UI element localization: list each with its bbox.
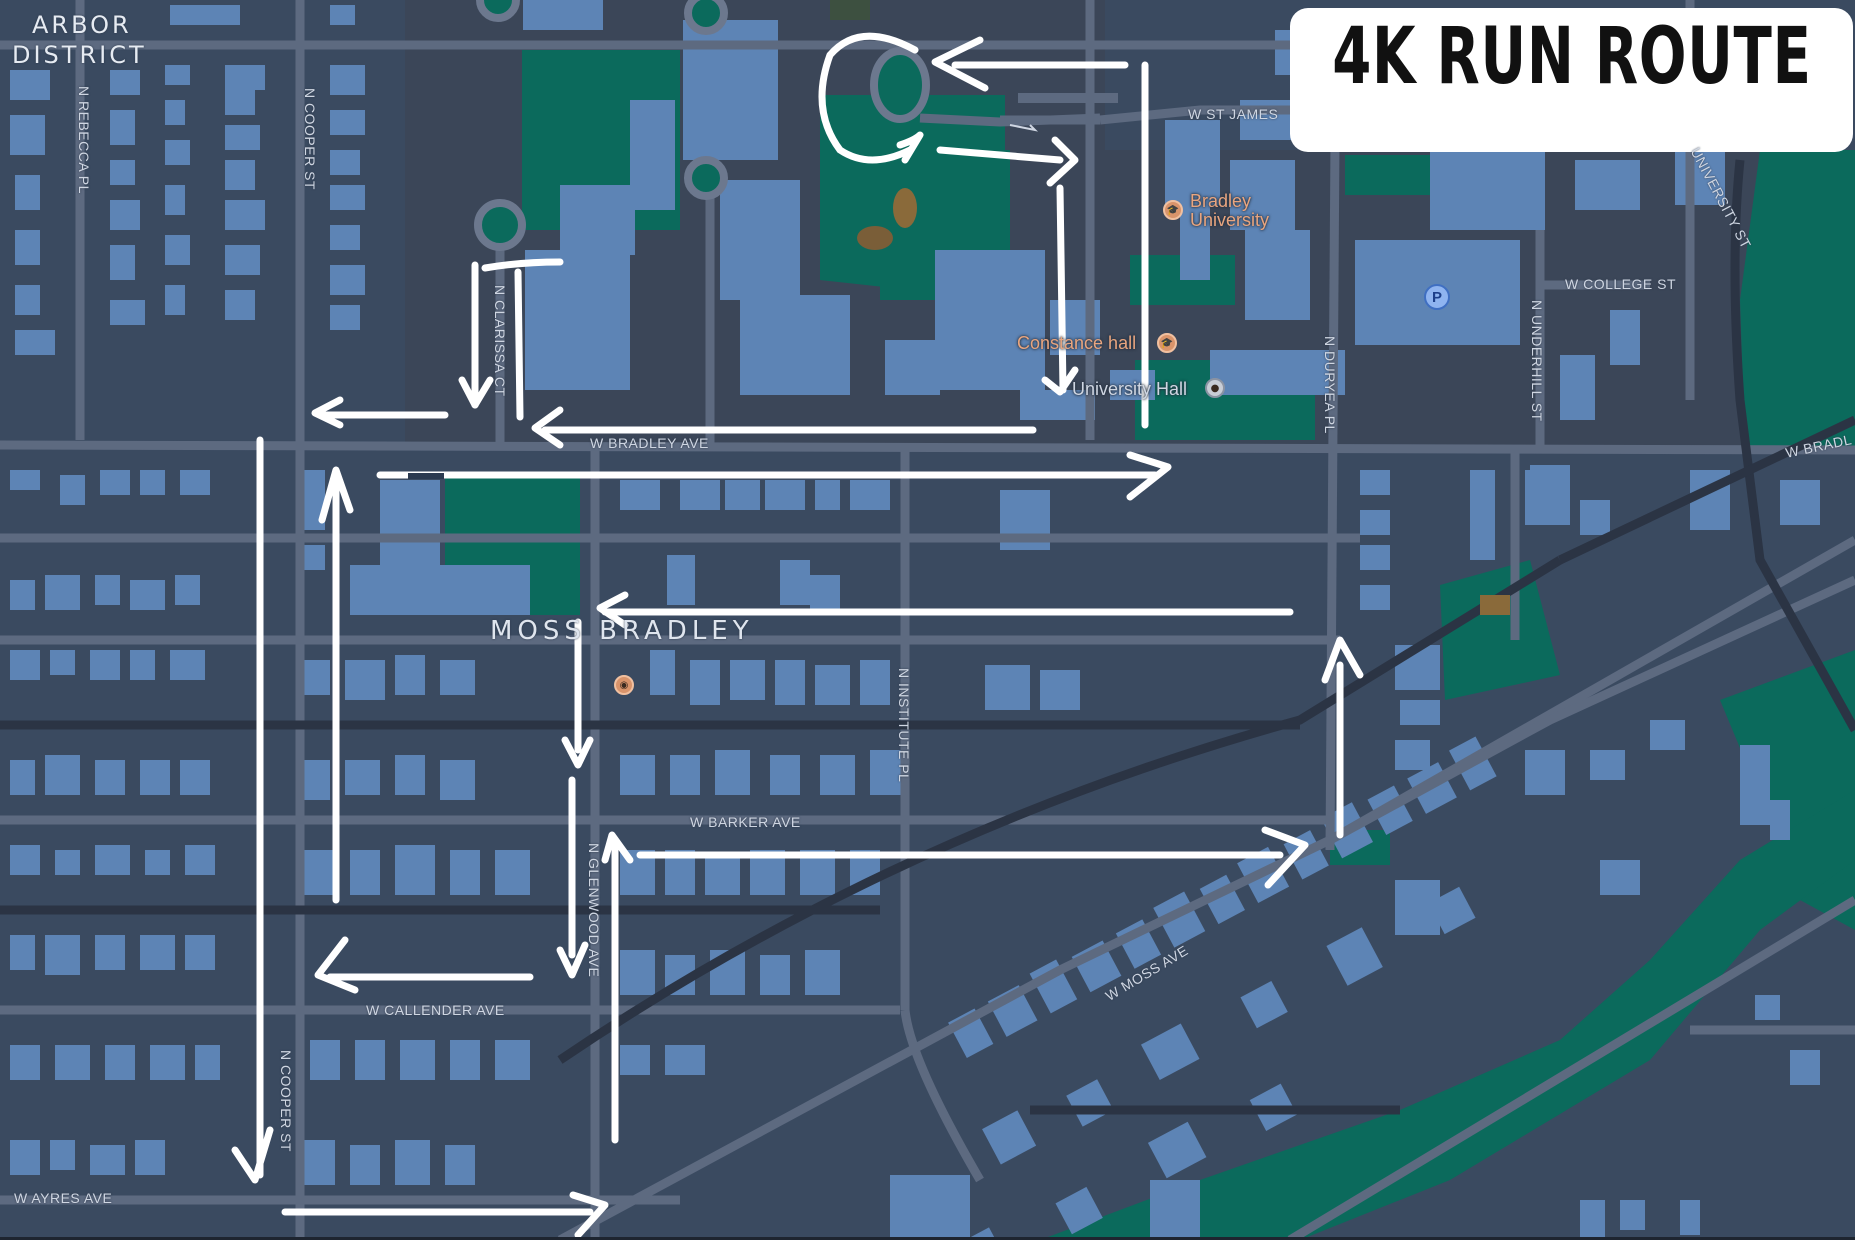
street-label-w-college-st: W COLLEGE ST [1565,276,1677,292]
street-label-n-rebecca-pl: N REBECCA PL [76,86,92,194]
poi-constance-hall[interactable]: Constance hall [1017,333,1137,353]
street-label-w-ayres-ave: W AYRES AVE [14,1190,113,1206]
street-label-w-st-james: W ST JAMES [1188,106,1279,122]
street-label-n-duryea-pl: N DURYEA PL [1322,336,1338,434]
graduation-cap-icon[interactable]: 🎓 [1163,200,1183,220]
street-label-n-glenwood-ave: N GLENWOOD AVE [586,843,602,978]
street-label-n-clarissa-ct: N CLARISSA CT [492,285,508,397]
route-title-card: 4K RUN ROUTE [1290,8,1853,152]
graduation-cap-icon[interactable]: 🎓 [1157,333,1177,353]
poi-line2: University [1190,210,1270,230]
poi-line1: Bradley [1190,191,1252,211]
street-label-n-cooper-st-bottom: N COOPER ST [278,1050,294,1152]
route-title: 4K RUN ROUTE [1331,12,1812,102]
street-label-w-callender-ave: W CALLENDER AVE [366,1002,505,1018]
street-label-n-institute-pl: N INSTITUTE PL [896,668,912,783]
district-line1: ARBOR [32,11,132,39]
route-path [231,32,1364,1239]
street-label-n-underhill-st: N UNDERHILL ST [1529,300,1545,422]
street-label-w-bradley-ave: W BRADLEY AVE [590,435,709,451]
roundabouts [474,0,930,251]
poi-university-hall[interactable]: University Hall [1072,379,1188,399]
district-line2: DISTRICT [12,41,147,69]
buildings [10,0,1820,1240]
street-label-n-cooper-st-top: N COOPER ST [302,88,318,190]
district-label-moss-bradley: MOSS BRADLEY [490,616,754,646]
poi-bradley-university[interactable]: Bradley University [1190,192,1269,230]
landmark-icon[interactable]: ● [1205,378,1225,398]
theater-icon[interactable]: ◉ [614,675,634,695]
district-label-arbor: ARBOR DISTRICT [12,10,147,70]
street-label-w-barker-ave: W BARKER AVE [690,814,801,830]
bottom-edge [0,1237,1855,1240]
parking-icon[interactable]: P [1424,284,1450,310]
